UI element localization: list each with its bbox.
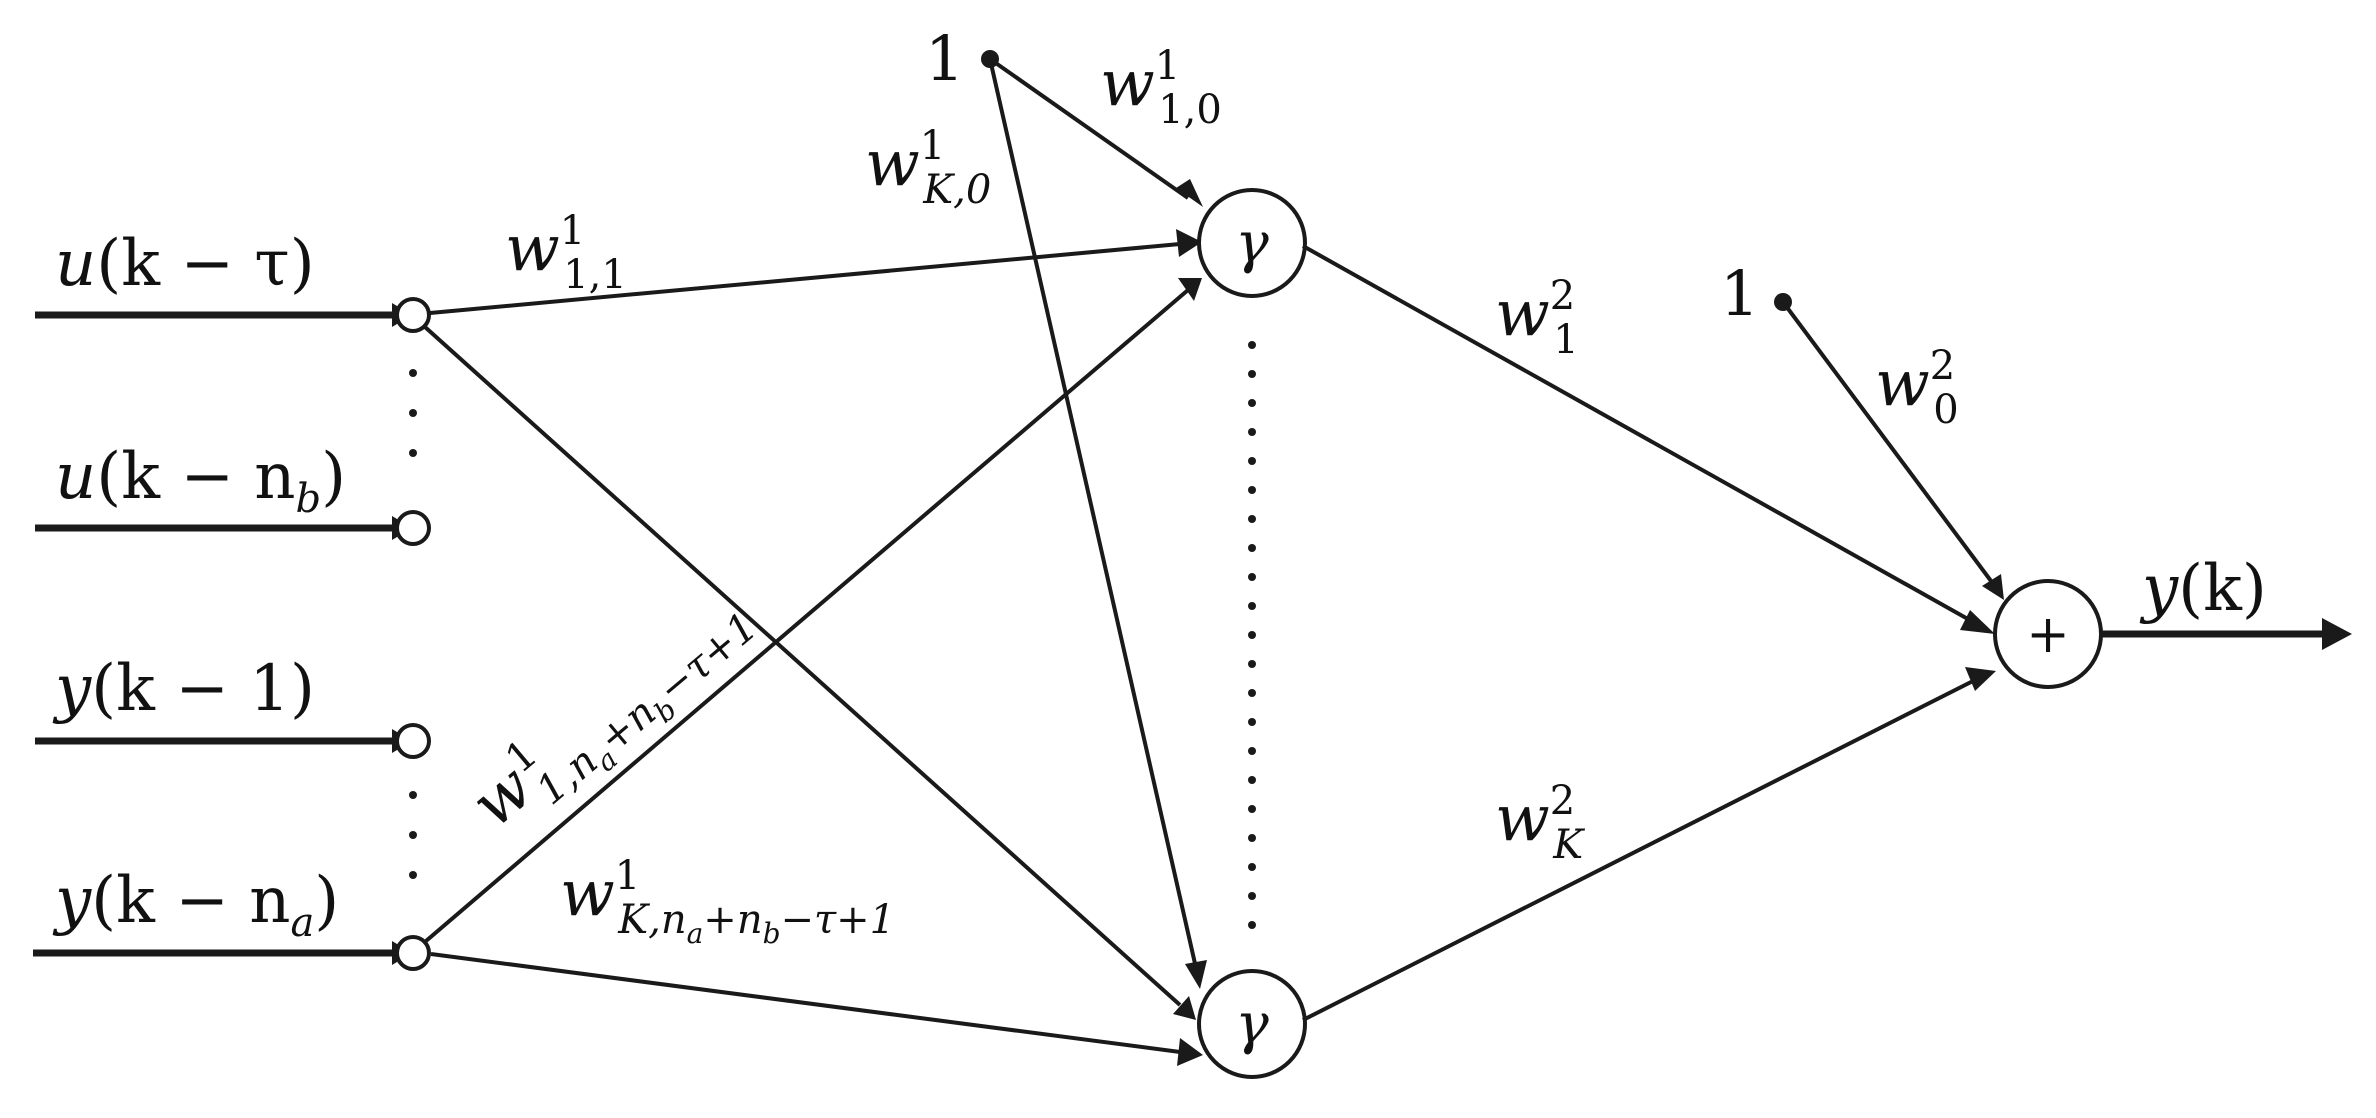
input-label-3: y(k − 1) [52, 652, 315, 726]
input-node-2 [395, 510, 431, 546]
input-node-3 [395, 723, 431, 759]
hidden-node-K [1197, 969, 1307, 1079]
hidden-ellipsis-dot [1248, 863, 1256, 871]
edge-in4-h1 [424, 288, 1190, 943]
hidden-node-K-symbol: γ [1235, 992, 1269, 1057]
edges-bias-hidden [988, 57, 1207, 989]
input-label-1: u(k − τ) [55, 227, 315, 301]
input-ellipsis-top [409, 369, 417, 457]
hidden-ellipsis-dot [1248, 370, 1256, 378]
input-node-4 [395, 935, 431, 971]
edges-hidden-output [1302, 244, 1996, 1022]
hidden-ellipsis-dot [1248, 515, 1256, 523]
hidden-ellipsis-dot [1248, 457, 1256, 465]
input-label-2: u(k − nb) [55, 440, 346, 522]
hidden-ellipsis-dot [1248, 544, 1256, 552]
edge-bias-hK [988, 58, 1198, 969]
edge-h1-out [1302, 244, 1976, 625]
hidden-ellipsis-dot [1248, 573, 1256, 581]
edge-hK-out [1302, 678, 1976, 1022]
input-ellipsis-bottom [409, 791, 417, 879]
hidden-ellipsis-dot [1248, 892, 1256, 900]
output-node-symbol: + [2026, 605, 2070, 665]
hidden-ellipsis [1248, 341, 1256, 929]
hidden-ellipsis-dot [1248, 747, 1256, 755]
hidden-ellipsis-dot [1248, 631, 1256, 639]
hidden-ellipsis-dot [1248, 805, 1256, 813]
hidden-ellipsis-dot [1248, 602, 1256, 610]
hidden-ellipsis-dot [1248, 689, 1256, 697]
edge-in1-h1 [429, 242, 1181, 315]
hidden-ellipsis-dot [1248, 921, 1256, 929]
output-bias-label: 1 [1720, 257, 1759, 330]
hidden-ellipsis-dot [1248, 834, 1256, 842]
edge-in1-hK [423, 325, 1182, 1007]
edge-bias-h1 [988, 57, 1190, 200]
edge-bias-out [1781, 300, 1996, 587]
output-label: y(k) [2139, 552, 2267, 626]
hidden-ellipsis-dot [1248, 776, 1256, 784]
hidden-node-1 [1197, 188, 1307, 298]
hidden-ellipsis-dot [1248, 341, 1256, 349]
weight-label-w1n: w11,na+nb−τ+1 [455, 570, 771, 857]
edges-input-hidden [423, 229, 1203, 1066]
edge-in4-hK [430, 952, 1181, 1054]
hidden-ellipsis-dot [1248, 660, 1256, 668]
hidden-bias-label: 1 [925, 22, 964, 95]
hidden-ellipsis-dot [1248, 428, 1256, 436]
hidden-ellipsis-dot [1248, 486, 1256, 494]
input-label-4: y(k − na) [52, 864, 339, 946]
hidden-ellipsis-dot [1248, 399, 1256, 407]
input-node-1 [395, 297, 431, 333]
hidden-ellipsis-dot [1248, 718, 1256, 726]
hidden-node-1-symbol: γ [1235, 211, 1269, 276]
